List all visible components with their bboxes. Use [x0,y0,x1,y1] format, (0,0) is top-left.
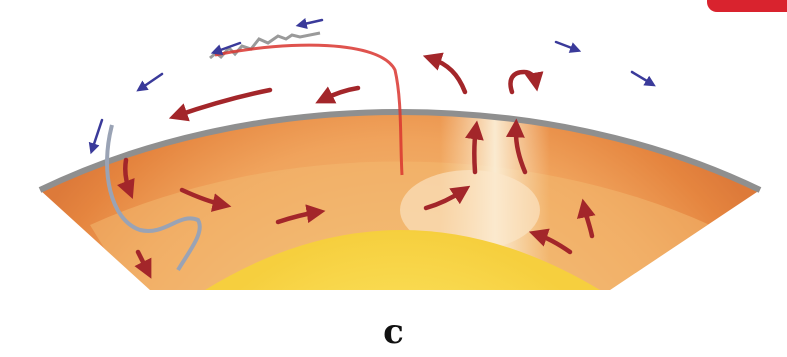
curved-arrow-icon [176,90,270,116]
straight-arrow-icon [140,74,162,89]
straight-arrow-icon [556,42,577,50]
curved-arrow-icon [474,128,476,172]
figure-caption: c [0,312,787,352]
straight-arrow-icon [300,20,322,25]
curved-arrow-icon [322,88,358,100]
straight-arrow-icon [632,72,652,84]
curved-arrow-icon [511,72,537,92]
curved-arrow-icon [430,58,465,92]
straight-arrow-icon [92,120,102,150]
